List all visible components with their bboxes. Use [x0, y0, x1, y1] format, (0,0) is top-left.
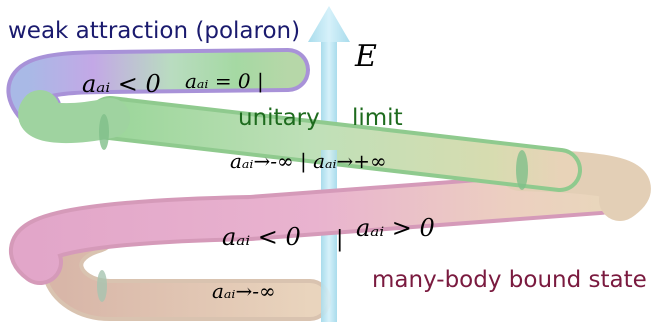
arrow-head — [308, 6, 350, 42]
tube-middle-core — [92, 100, 578, 188]
eq-top-right: aₐᵢ = 0 | — [185, 69, 264, 94]
tube-lower-core — [13, 173, 619, 281]
limit-label: limit — [352, 105, 403, 131]
unitary-label: unitary — [238, 105, 320, 131]
tube-left-bend — [18, 90, 130, 143]
eq-lower-separator: | — [336, 227, 343, 252]
arrow-shaft — [321, 40, 337, 322]
many-body-label: many-body bound state — [372, 267, 647, 293]
field-arrow — [308, 6, 350, 322]
arrow-shaft-front-1 — [321, 150, 337, 168]
eq-bottom: aₐᵢ→-∞ — [212, 279, 276, 303]
ring-marker-right — [516, 150, 528, 190]
ring-marker-bottom — [97, 270, 107, 302]
field-symbol-label: E — [354, 39, 377, 74]
eq-top-left: aₐᵢ < 0 — [82, 70, 161, 98]
arrow-shaft-front-2 — [321, 255, 337, 322]
weak-attraction-label: weak attraction (polaron) — [8, 18, 300, 44]
eq-lower-right: aₐᵢ > 0 — [356, 214, 435, 242]
eq-lower-left: aₐᵢ < 0 — [222, 223, 301, 251]
eq-middle: aₐᵢ→-∞ | aₐᵢ→+∞ — [230, 149, 387, 174]
ring-marker-left — [99, 114, 109, 150]
